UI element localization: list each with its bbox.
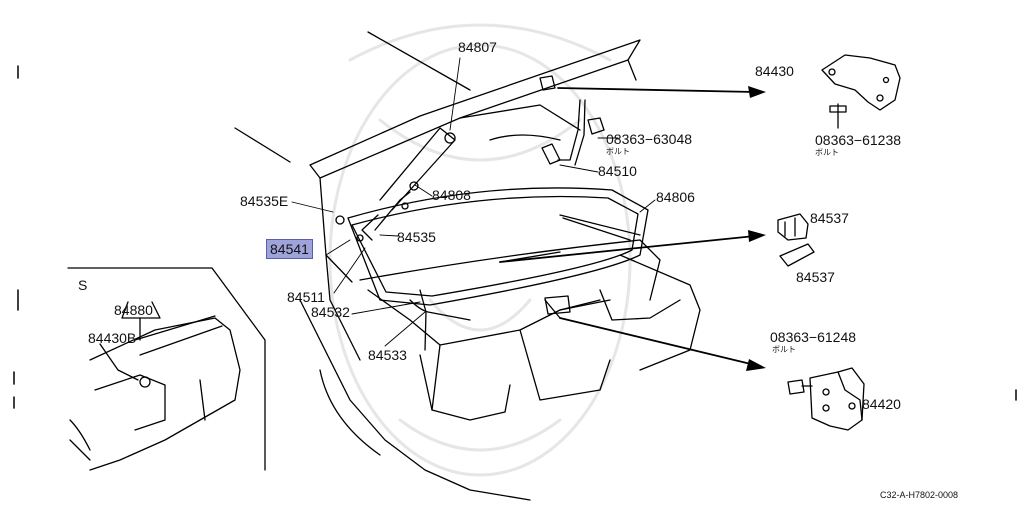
hardware-dots bbox=[335, 75, 605, 315]
inset-panel bbox=[67, 267, 266, 471]
bolt-text-2: ボルト bbox=[815, 148, 839, 157]
hinge-84430 bbox=[821, 54, 901, 129]
label-84535: 84535 bbox=[397, 229, 436, 245]
label-84537-lower: 84537 bbox=[796, 269, 835, 285]
label-84430: 84430 bbox=[755, 63, 794, 79]
label-84510: 84510 bbox=[598, 163, 637, 179]
label-84532: 84532 bbox=[311, 304, 350, 320]
trunk-lid bbox=[234, 31, 641, 283]
label-84535E: 84535E bbox=[240, 193, 289, 209]
label-08363-61248: 08363−61248 bbox=[770, 329, 857, 345]
label-84533: 84533 bbox=[368, 347, 407, 363]
label-84537-upper: 84537 bbox=[810, 210, 849, 226]
label-84806: 84806 bbox=[656, 189, 695, 205]
bolt-text-1: ボルト bbox=[606, 147, 630, 156]
label-84808: 84808 bbox=[432, 187, 471, 203]
label-84430B: 84430B bbox=[88, 330, 137, 346]
trunk-opening bbox=[299, 187, 701, 501]
margin-marks bbox=[13, 65, 1017, 409]
callout-arrows bbox=[499, 87, 756, 366]
label-84541-highlighted[interactable]: 84541 bbox=[266, 239, 313, 259]
label-84420: 84420 bbox=[862, 396, 901, 412]
label-08363-61238: 08363−61238 bbox=[815, 132, 902, 148]
label-84511: 84511 bbox=[287, 289, 325, 305]
watermark-emblem bbox=[328, 23, 632, 477]
leader-lines bbox=[291, 57, 656, 347]
label-84807: 84807 bbox=[458, 39, 497, 55]
label-84880: 84880 bbox=[114, 302, 153, 318]
bolt-text-3: ボルト bbox=[772, 345, 796, 354]
label-08363-63048: 08363−63048 bbox=[606, 131, 693, 147]
reference-code: C32-A-H7802-0008 bbox=[880, 490, 959, 500]
inset-label-s: S bbox=[78, 277, 88, 293]
hinge-84420 bbox=[787, 367, 865, 431]
clip-84537 bbox=[777, 213, 815, 267]
